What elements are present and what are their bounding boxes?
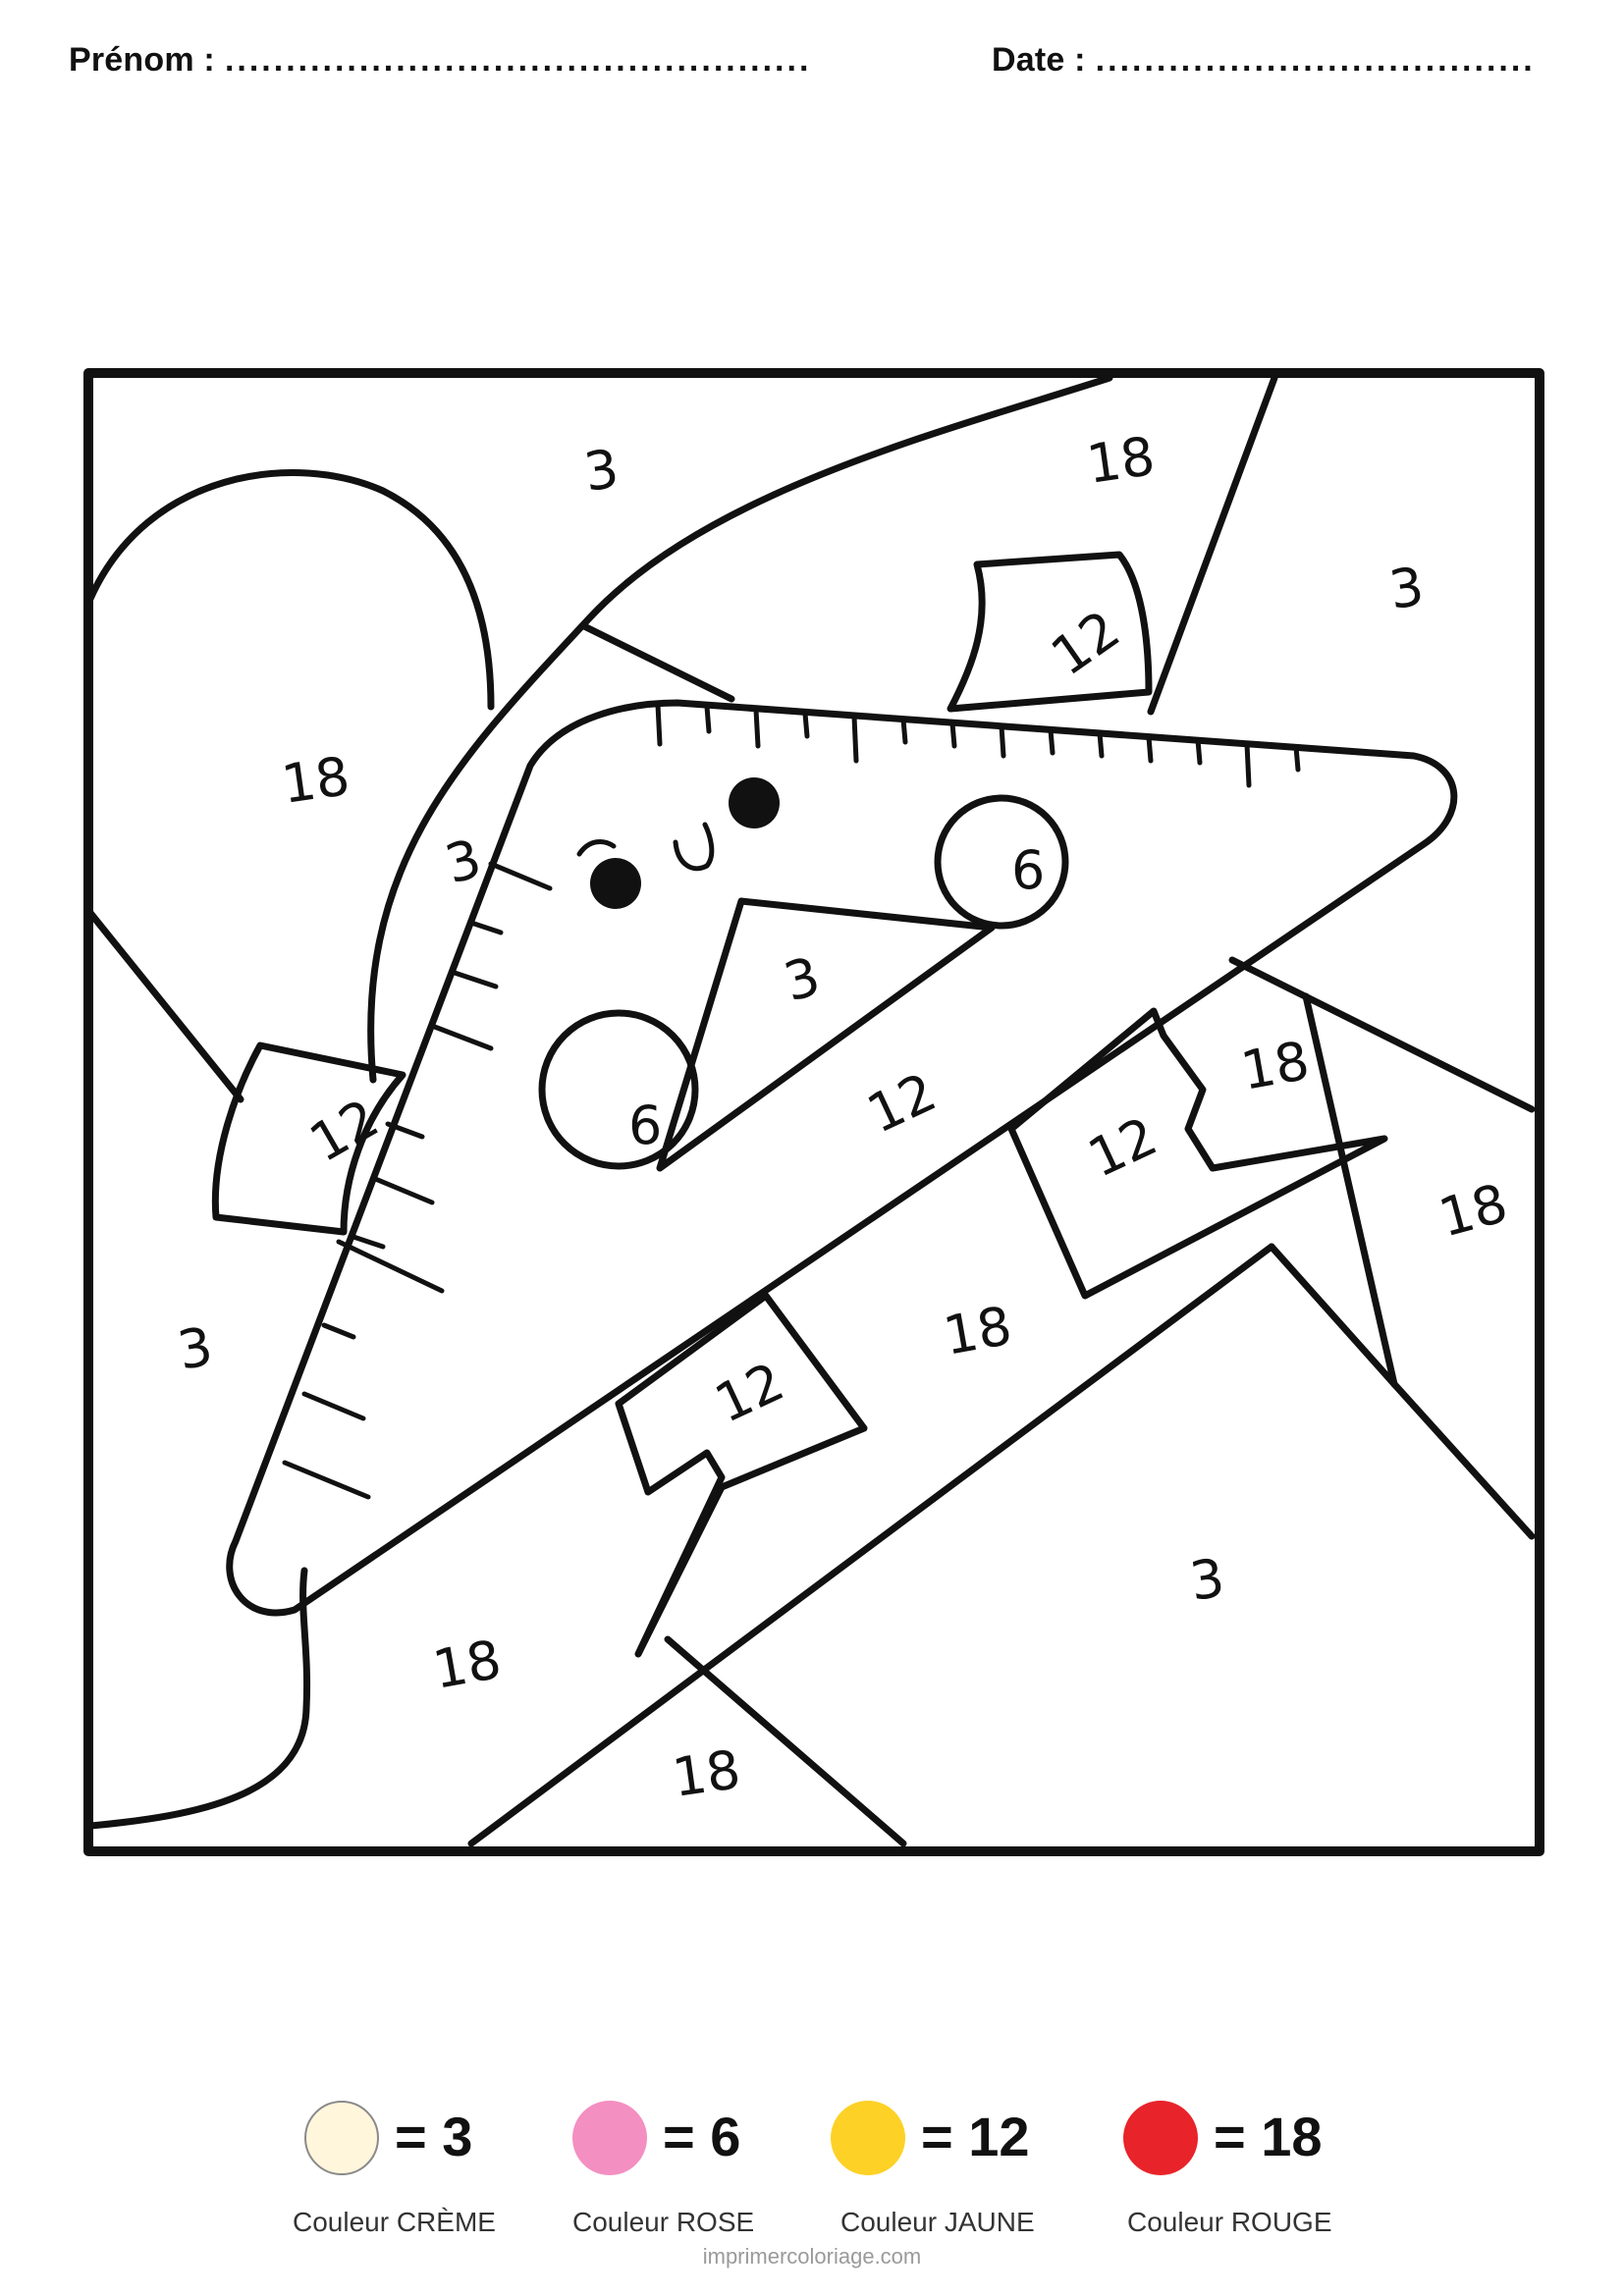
ruler-ticks-left bbox=[282, 861, 553, 1500]
region-number: 3 bbox=[439, 828, 487, 896]
inner-triangle bbox=[656, 897, 996, 1172]
region-number: 3 bbox=[580, 438, 623, 504]
zigzag-band bbox=[1302, 992, 1536, 1540]
region-number: 12 bbox=[1040, 599, 1130, 688]
tape-left bbox=[211, 1041, 406, 1236]
region-number: 12 bbox=[858, 1061, 946, 1146]
zigzag-band bbox=[1268, 1243, 1398, 1388]
swatch-creme bbox=[304, 2101, 379, 2175]
date-dots: .................................... bbox=[1095, 41, 1536, 79]
right-cheek bbox=[934, 794, 1069, 930]
region-outline bbox=[580, 622, 735, 703]
legend-caption: Couleur ROUGE bbox=[1127, 2207, 1332, 2237]
region-outline bbox=[86, 909, 244, 1103]
legend-equation: = 3 bbox=[395, 2106, 473, 2167]
left-cheek bbox=[538, 1009, 699, 1170]
region-outline bbox=[1147, 374, 1278, 716]
region-outline bbox=[86, 1567, 311, 1830]
name-label: Prénom : bbox=[69, 41, 215, 79]
region-number: 18 bbox=[428, 1629, 506, 1701]
legend-equation: = 12 bbox=[921, 2106, 1030, 2167]
region-number: 3 bbox=[1385, 556, 1428, 621]
region-number: 18 bbox=[278, 745, 353, 816]
region-number: 3 bbox=[173, 1315, 217, 1382]
legend-caption: Couleur CRÈME bbox=[293, 2207, 496, 2237]
region-number: 18 bbox=[939, 1295, 1016, 1367]
color-legend: = 3 Couleur CRÈME = 6 Couleur ROSE = 12 … bbox=[0, 2101, 1624, 2258]
eyebrow bbox=[576, 839, 617, 857]
swatch-rouge bbox=[1123, 2101, 1198, 2175]
region-number: 18 bbox=[1433, 1172, 1514, 1250]
region-number: 3 bbox=[778, 945, 826, 1014]
swatch-jaune bbox=[831, 2101, 905, 2175]
ruler-ticks-top bbox=[655, 702, 1301, 788]
zigzag-band bbox=[467, 1243, 1275, 1847]
region-number: 6 bbox=[1011, 839, 1045, 901]
region-number: 18 bbox=[1083, 425, 1159, 496]
swatch-rose bbox=[572, 2101, 647, 2175]
name-dots: ........................................… bbox=[224, 41, 812, 79]
date-field[interactable]: Date :..................................… bbox=[992, 41, 1536, 80]
region-outline bbox=[86, 469, 495, 711]
region-number: 12 bbox=[706, 1351, 793, 1435]
region-number: 18 bbox=[1236, 1030, 1314, 1102]
legend-equation: = 18 bbox=[1214, 2106, 1323, 2167]
zigzag-band bbox=[664, 1635, 907, 1847]
region-number: 6 bbox=[628, 1095, 662, 1156]
frame bbox=[83, 368, 1544, 1856]
legend-equation: = 6 bbox=[663, 2106, 741, 2167]
legend-caption: Couleur JAUNE bbox=[840, 2207, 1035, 2237]
legend-caption: Couleur ROSE bbox=[572, 2207, 755, 2237]
zigzag-band bbox=[615, 1292, 868, 1658]
smile bbox=[673, 822, 715, 872]
left-eye bbox=[590, 858, 641, 909]
region-number: 12 bbox=[1079, 1105, 1166, 1190]
region-number: 18 bbox=[669, 1738, 744, 1809]
footer-site: imprimercoloriage.com bbox=[702, 2244, 922, 2269]
region-number: 3 bbox=[1186, 1547, 1228, 1613]
zigzag-band bbox=[1228, 956, 1536, 1113]
right-eye bbox=[729, 777, 780, 828]
zigzag-band bbox=[1007, 1007, 1388, 1300]
region-number: 12 bbox=[299, 1087, 389, 1174]
tape-top bbox=[947, 551, 1153, 713]
name-field[interactable]: Prénom :................................… bbox=[69, 41, 811, 80]
region-outline bbox=[367, 374, 1113, 1084]
set-square bbox=[226, 699, 1458, 1617]
date-label: Date : bbox=[992, 41, 1086, 79]
